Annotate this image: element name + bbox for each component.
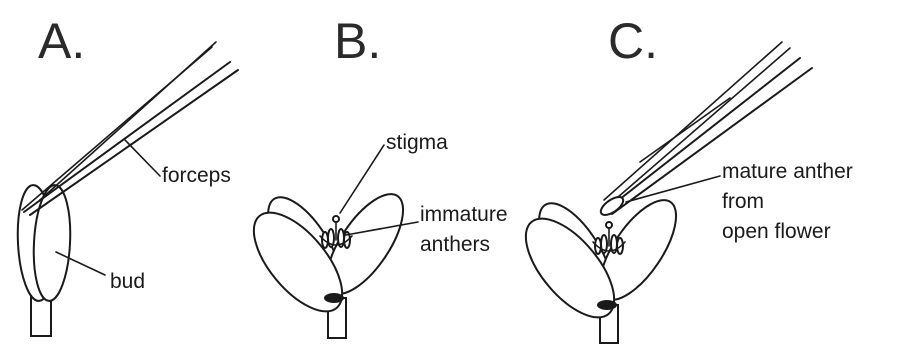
- bud-label: bud: [110, 270, 145, 293]
- panel-a: A. forceps bud: [15, 13, 238, 336]
- forceps-leader-line: [125, 140, 160, 176]
- flower-b-receptacle: [324, 293, 344, 303]
- panel-b-letter: B.: [334, 13, 381, 69]
- mature-anther-label: mature anther: [722, 160, 853, 183]
- stigma-label: stigma: [386, 131, 448, 154]
- flower-c-receptacle: [597, 300, 617, 310]
- open-flower-label: open flower: [722, 220, 831, 243]
- anthers-label: anthers: [420, 233, 490, 256]
- flower-b-petals: [238, 182, 417, 325]
- mature-anther-leader-line: [626, 176, 720, 202]
- panel-b: B. stigma immature anthers: [238, 13, 508, 338]
- forceps-label: forceps: [162, 164, 231, 187]
- panel-c-letter: C.: [608, 13, 658, 69]
- immature-label: immature: [420, 203, 508, 226]
- panel-a-letter: A.: [38, 13, 85, 69]
- bud-shape: [15, 184, 73, 302]
- panel-c: C. mature: [510, 13, 853, 343]
- bud-stem: [31, 296, 51, 336]
- from-label: from: [722, 190, 764, 213]
- flower-c-reproductive-parts: [593, 222, 625, 254]
- flower-b-reproductive-parts: [320, 216, 352, 248]
